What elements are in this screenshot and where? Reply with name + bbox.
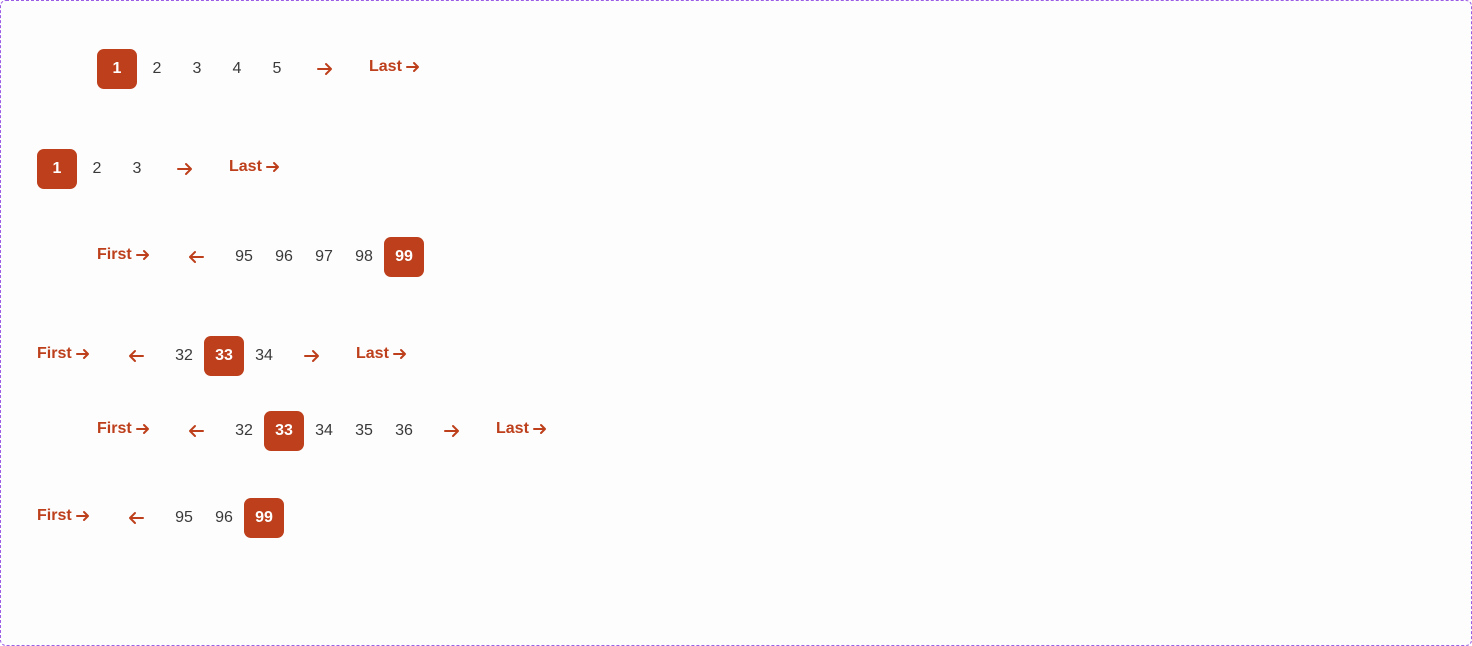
page-button-current[interactable]: 33 — [264, 411, 304, 451]
page-button[interactable]: 4 — [232, 60, 242, 77]
page-button-current[interactable]: 1 — [97, 49, 137, 89]
prev-button[interactable] — [116, 498, 156, 538]
page-button[interactable]: 3 — [132, 160, 142, 177]
arrow-right-icon — [316, 60, 334, 78]
page-button[interactable]: 2 — [92, 160, 102, 177]
page-button[interactable]: 96 — [275, 248, 293, 265]
pagination-3: First 95 96 97 98 99 — [97, 237, 437, 277]
page-button[interactable]: 32 — [235, 422, 253, 439]
last-label: Last — [496, 420, 529, 437]
arrow-right-icon — [176, 160, 194, 178]
first-label: First — [97, 420, 132, 437]
arrow-right-icon — [303, 347, 321, 365]
page-button[interactable]: 34 — [315, 422, 333, 439]
page-button[interactable]: 95 — [175, 509, 193, 526]
page-button-current[interactable]: 99 — [384, 237, 424, 277]
first-link[interactable]: First — [37, 496, 90, 536]
last-link[interactable]: Last — [496, 409, 547, 449]
first-label: First — [97, 246, 132, 263]
page-button-current[interactable]: 1 — [37, 149, 77, 189]
prev-button[interactable] — [176, 411, 216, 451]
page-button[interactable]: 35 — [355, 422, 373, 439]
arrow-right-icon — [405, 60, 420, 74]
last-label: Last — [356, 345, 389, 362]
arrow-right-icon — [392, 347, 407, 361]
pagination-4: First 32 33 34 Last — [37, 336, 437, 376]
arrow-left-icon — [187, 422, 205, 440]
arrow-right-icon — [265, 160, 280, 174]
page-button[interactable]: 34 — [255, 347, 273, 364]
last-label: Last — [369, 58, 402, 75]
pagination-6: First 95 96 99 — [37, 498, 297, 538]
page-button[interactable]: 97 — [315, 248, 333, 265]
next-button[interactable] — [305, 49, 345, 89]
arrow-left-icon — [127, 509, 145, 527]
prev-button[interactable] — [116, 336, 156, 376]
first-link[interactable]: First — [37, 334, 90, 374]
page-button[interactable]: 98 — [355, 248, 373, 265]
next-button[interactable] — [432, 411, 472, 451]
next-button[interactable] — [165, 149, 205, 189]
page-button-current[interactable]: 99 — [244, 498, 284, 538]
first-label: First — [37, 507, 72, 524]
arrow-right-icon — [135, 422, 150, 436]
first-label: First — [37, 345, 72, 362]
last-label: Last — [229, 158, 262, 175]
prev-button[interactable] — [176, 237, 216, 277]
page-button[interactable]: 96 — [215, 509, 233, 526]
page-button[interactable]: 36 — [395, 422, 413, 439]
page-button-current[interactable]: 33 — [204, 336, 244, 376]
pagination-5: First 32 33 34 35 36 Last — [97, 411, 577, 451]
arrow-right-icon — [75, 509, 90, 523]
page-button[interactable]: 32 — [175, 347, 193, 364]
page-button[interactable]: 95 — [235, 248, 253, 265]
first-link[interactable]: First — [97, 235, 150, 275]
page-button[interactable]: 5 — [272, 60, 282, 77]
last-link[interactable]: Last — [369, 47, 420, 87]
pagination-2: 1 2 3 Last — [37, 149, 297, 189]
arrow-left-icon — [187, 248, 205, 266]
arrow-right-icon — [135, 248, 150, 262]
page-button[interactable]: 2 — [152, 60, 162, 77]
first-link[interactable]: First — [97, 409, 150, 449]
arrow-right-icon — [75, 347, 90, 361]
last-link[interactable]: Last — [356, 334, 407, 374]
page-button[interactable]: 3 — [192, 60, 202, 77]
arrow-right-icon — [532, 422, 547, 436]
pagination-1: 1 2 3 4 5 Last — [97, 49, 437, 89]
arrow-left-icon — [127, 347, 145, 365]
arrow-right-icon — [443, 422, 461, 440]
last-link[interactable]: Last — [229, 147, 280, 187]
next-button[interactable] — [292, 336, 332, 376]
